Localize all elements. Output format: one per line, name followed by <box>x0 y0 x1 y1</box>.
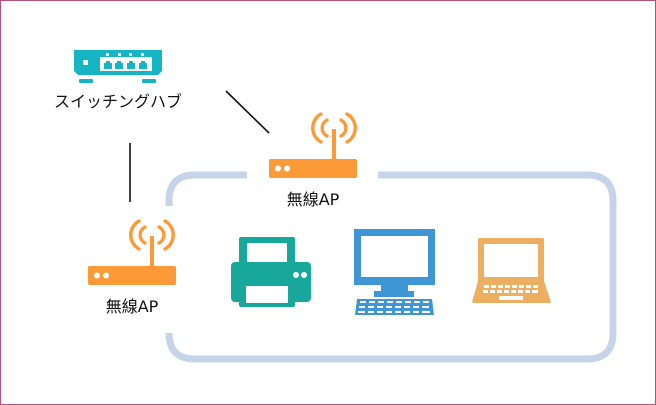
wireless-ap-icon <box>88 219 176 285</box>
connector-hub-to-top-ap <box>225 90 270 134</box>
switching-hub-label: スイッチングハブ <box>53 92 183 111</box>
wireless-ap-top-label: 無線AP <box>286 190 340 209</box>
wireless-ap-icon <box>269 112 357 178</box>
printer-icon <box>231 237 311 307</box>
switching-hub-icon <box>74 50 162 83</box>
wireless-ap-left-label: 無線AP <box>105 297 159 316</box>
desktop-computer-icon <box>354 229 435 315</box>
laptop-icon <box>472 238 551 303</box>
wireless-area-frame <box>165 171 617 363</box>
